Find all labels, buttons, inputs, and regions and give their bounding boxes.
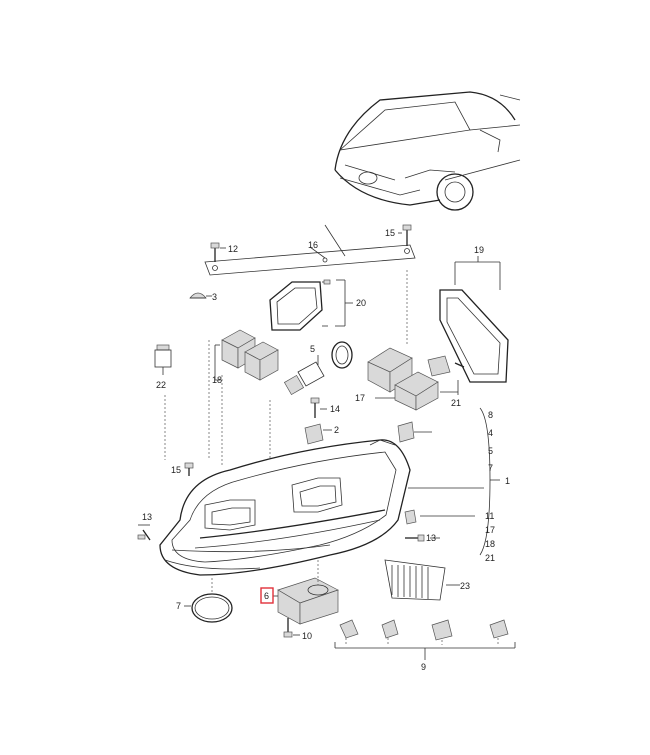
- bottle-22: [154, 344, 172, 375]
- bolt-12: [210, 242, 226, 262]
- car-illustration: [334, 91, 521, 211]
- ring-7: [184, 578, 233, 623]
- callout-3: 3: [212, 292, 217, 302]
- callout-17-right: 17: [485, 525, 495, 535]
- callout-14: 14: [330, 404, 340, 414]
- callout-21-mid: 21: [451, 398, 461, 408]
- leader-lines: [164, 270, 408, 465]
- clip-11: [404, 509, 417, 525]
- callout-5-top: 5: [310, 344, 315, 354]
- callout-7: 7: [176, 601, 181, 611]
- callout-9: 9: [421, 662, 426, 672]
- callout-labels: 12 16 15 19 3 20 22 18 5 17 21 14 2 15 8…: [142, 228, 510, 672]
- callout-19: 19: [474, 245, 484, 255]
- headlight-assembly: [159, 439, 411, 576]
- callout-16: 16: [308, 240, 318, 250]
- callout-13-right: 13: [426, 533, 436, 543]
- callout-20: 20: [356, 298, 366, 308]
- bulb-5: [283, 355, 325, 396]
- callout-7-right: 7: [488, 463, 493, 473]
- callout-23: 23: [460, 581, 470, 591]
- callout-4: 4: [488, 428, 493, 438]
- cover-23: [384, 559, 460, 601]
- callout-18-right: 18: [485, 539, 495, 549]
- bolt-15-top: [398, 224, 412, 246]
- bolt-14: [310, 397, 327, 418]
- connector-21: [427, 355, 465, 395]
- ballast-6: [272, 560, 339, 625]
- connector-4: [397, 421, 432, 443]
- callout-1: 1: [505, 476, 510, 486]
- callout-6-highlight-box: [260, 587, 274, 604]
- control-unit-17: [367, 347, 439, 411]
- callout-21-right: 21: [485, 553, 495, 563]
- callout-11: 11: [485, 511, 494, 521]
- callout-13-left: 13: [142, 512, 152, 522]
- callout-15: 15: [385, 228, 395, 238]
- callout-17-mid: 17: [355, 393, 365, 403]
- bolt-13-right: [405, 534, 425, 542]
- seal-frame-19: [439, 256, 509, 383]
- cap-3: [189, 292, 212, 299]
- seal-frame-20: [269, 279, 353, 331]
- right-bracket: [408, 407, 500, 556]
- bolt-15-left: [184, 462, 194, 476]
- adjuster-2: [304, 423, 332, 445]
- callout-8: 8: [488, 410, 493, 420]
- callout-10: 10: [302, 631, 312, 641]
- callout-2: 2: [334, 425, 339, 435]
- callout-5-right: 5: [488, 446, 493, 456]
- callout-15-left: 15: [171, 465, 181, 475]
- bolt-10: [283, 618, 300, 638]
- callout-22: 22: [156, 380, 166, 390]
- bolt-13-left: [137, 524, 151, 541]
- callout-18-left: 18: [212, 375, 222, 385]
- mounting-bracket-16: [204, 224, 416, 276]
- seal-ring: [331, 341, 353, 369]
- connector-set-9: [334, 619, 516, 660]
- callout-12: 12: [228, 244, 238, 254]
- control-unit-18: [214, 329, 279, 381]
- callout-6: 6: [264, 591, 269, 601]
